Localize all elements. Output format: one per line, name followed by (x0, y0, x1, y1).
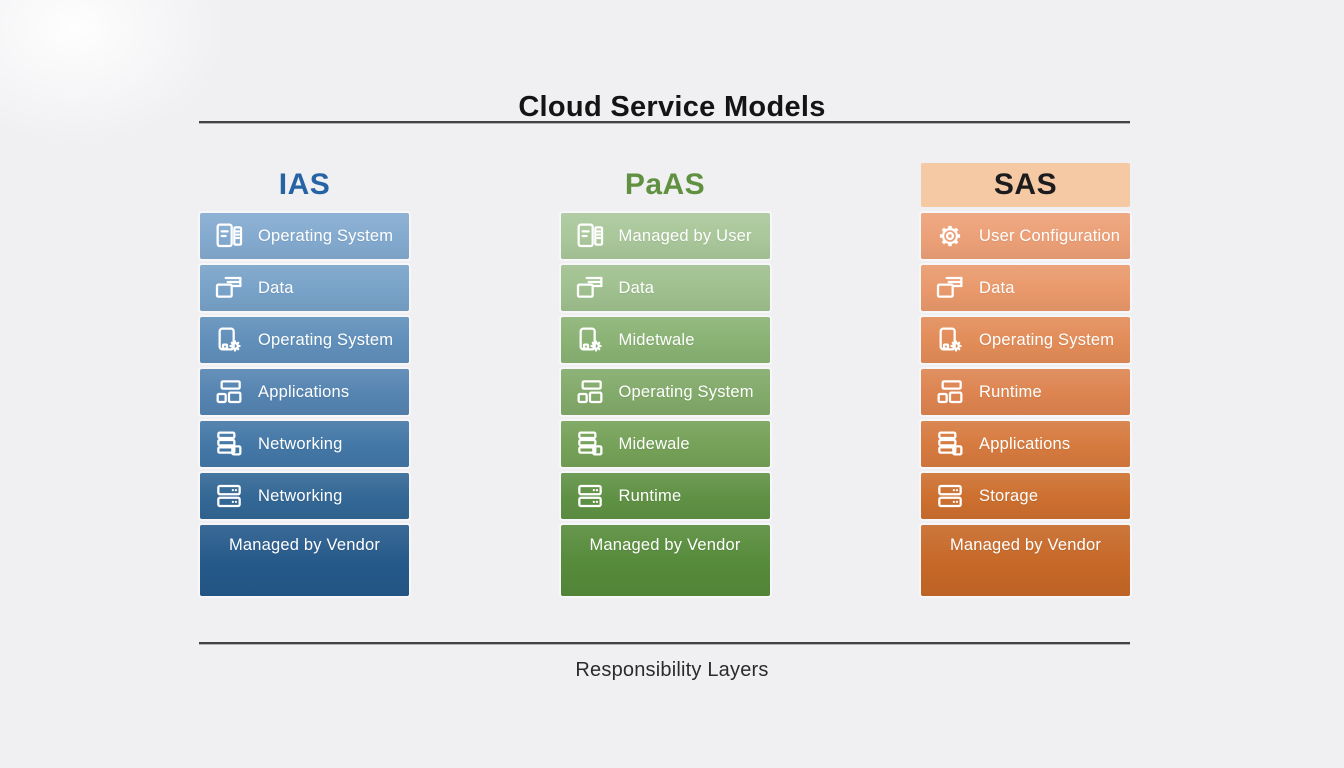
list-box-icon (934, 428, 966, 460)
page-title: Cloud Service Models (518, 91, 826, 124)
paas-row-6: Runtime (560, 473, 770, 519)
column-rows: User Configuration Data Operating System… (921, 213, 1130, 596)
bottom-divider (199, 642, 1130, 645)
windows-icon (574, 376, 606, 408)
layer-label: Midetwale (618, 330, 695, 349)
layer-label: Operating System (258, 330, 394, 349)
footer-label: Responsibility Layers (575, 659, 769, 681)
paas-row-4: Operating System (560, 369, 770, 415)
layer-label: Data (258, 278, 294, 297)
data-layers-icon (934, 272, 966, 304)
device-gear-icon (934, 324, 966, 356)
layer-label: Runtime (979, 382, 1042, 401)
layer-label: Operating System (258, 226, 394, 245)
ias-row-4: Applications (200, 369, 409, 415)
column-sas: SAS User Configuration Data Operating Sy… (921, 163, 1130, 596)
layer-label: Networking (258, 434, 343, 453)
sas-row-6: Storage (921, 473, 1130, 519)
column-title-ias: IAS (278, 168, 331, 201)
layer-label: Runtime (618, 486, 682, 505)
document-list-icon (574, 220, 606, 252)
list-box-icon (574, 428, 606, 460)
server-stack-icon (213, 480, 245, 512)
paas-row-5: Midewale (560, 421, 770, 467)
layer-label: Operating System (618, 382, 754, 401)
server-stack-icon (574, 480, 606, 512)
layer-label: Managed by User (618, 226, 752, 245)
paas-row-1: Managed by User (560, 213, 770, 259)
column-title-sas: SAS (921, 163, 1130, 207)
layer-label: Managed by Vendor (949, 536, 1102, 554)
ias-row-3: Operating System (200, 317, 409, 363)
layer-label: Storage (979, 486, 1039, 505)
column-title-paas: PaAS (624, 168, 706, 201)
top-divider (199, 121, 1130, 124)
columns-container: IAS Operating System Data Operating Syst… (200, 163, 1130, 596)
data-layers-icon (574, 272, 606, 304)
paas-row-7: Managed by Vendor (560, 525, 770, 596)
layer-label: Managed by Vendor (228, 536, 381, 554)
sas-row-5: Applications (921, 421, 1130, 467)
layer-label: Data (618, 278, 655, 297)
device-gear-icon (574, 324, 606, 356)
windows-icon (934, 376, 966, 408)
gear-icon (934, 220, 966, 252)
column-rows: Operating System Data Operating System A… (200, 213, 409, 596)
sas-row-1: User Configuration (921, 213, 1130, 259)
device-gear-icon (213, 324, 245, 356)
layer-label: Managed by Vendor (589, 536, 741, 554)
ias-row-6: Networking (200, 473, 409, 519)
sas-row-4: Runtime (921, 369, 1130, 415)
server-stack-icon (934, 480, 966, 512)
sas-row-3: Operating System (921, 317, 1130, 363)
layer-label: Operating System (979, 330, 1115, 349)
paas-row-2: Data (560, 265, 770, 311)
paas-row-3: Midetwale (560, 317, 770, 363)
sas-row-2: Data (921, 265, 1130, 311)
ias-row-5: Networking (200, 421, 409, 467)
layer-label: Data (979, 278, 1015, 297)
document-list-icon (213, 220, 245, 252)
layer-label: Networking (258, 486, 343, 505)
layer-label: Applications (979, 434, 1071, 453)
column-paas: PaAS Managed by User Data Midetwale Oper… (560, 163, 770, 596)
column-rows: Managed by User Data Midetwale Operating… (560, 213, 770, 596)
data-layers-icon (213, 272, 245, 304)
windows-icon (213, 376, 245, 408)
layer-label: User Configuration (979, 226, 1121, 245)
layer-label: Midewale (618, 434, 690, 453)
ias-row-1: Operating System (200, 213, 409, 259)
list-box-icon (213, 428, 245, 460)
ias-row-2: Data (200, 265, 409, 311)
layer-label: Applications (258, 382, 350, 401)
sas-row-7: Managed by Vendor (921, 525, 1130, 596)
ias-row-7: Managed by Vendor (200, 525, 409, 596)
column-ias: IAS Operating System Data Operating Syst… (200, 163, 409, 596)
corner-highlight (0, 0, 250, 160)
